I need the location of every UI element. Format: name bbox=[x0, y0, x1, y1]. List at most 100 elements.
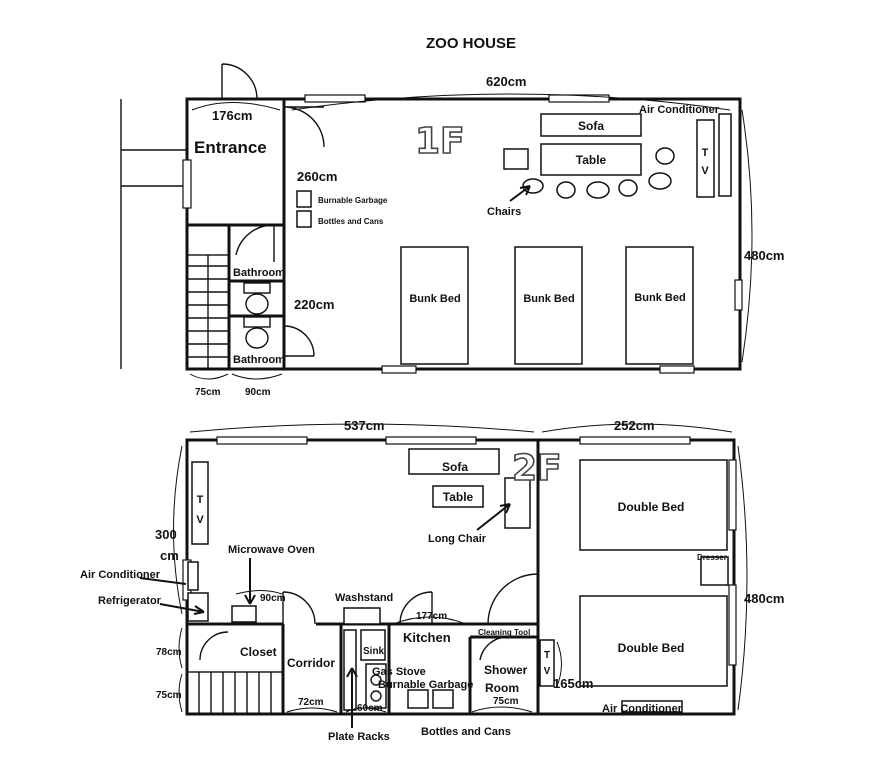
dim-width-252: 252cm bbox=[614, 418, 654, 433]
window bbox=[304, 94, 366, 103]
bunk-bed bbox=[400, 246, 469, 365]
dim-fridge-90: 90cm bbox=[260, 593, 286, 604]
table bbox=[432, 485, 484, 508]
shower-tv bbox=[539, 639, 555, 687]
dimension-arc bbox=[191, 102, 281, 111]
dimension-arc bbox=[541, 423, 733, 433]
dim-width-537: 537cm bbox=[344, 418, 384, 433]
window bbox=[728, 459, 737, 531]
microwave-arrow bbox=[244, 558, 256, 605]
double-bed bbox=[579, 459, 728, 551]
chairs-label: Chairs bbox=[487, 206, 521, 218]
air-conditioner-label: Air Conditioner bbox=[602, 703, 683, 715]
dresser bbox=[700, 556, 729, 586]
dimension-arc bbox=[189, 423, 535, 433]
dimension-arc bbox=[189, 373, 283, 380]
chair bbox=[618, 179, 638, 197]
bunk-bed bbox=[514, 246, 583, 365]
double-bed-label: Double Bed bbox=[618, 641, 685, 655]
floor-1: 1F Entrance 176cm 620cm 260cm 220cm 480c… bbox=[120, 63, 784, 398]
burnable-garbage-label: Burnable Garbage bbox=[378, 679, 473, 691]
shower-room-label: Room bbox=[485, 681, 519, 695]
entrance-steps bbox=[120, 99, 187, 369]
microwave-oven bbox=[231, 605, 257, 623]
microwave-label: Microwave Oven bbox=[228, 544, 315, 556]
sofa-label: Sofa bbox=[442, 460, 468, 474]
dimension-arc bbox=[741, 109, 753, 363]
bathroom-label: Bathroom bbox=[233, 267, 285, 279]
window bbox=[728, 584, 737, 666]
dimension-arc bbox=[471, 706, 533, 713]
refrigerator-arrow bbox=[159, 603, 205, 615]
entrance-label: Entrance bbox=[194, 138, 267, 157]
window bbox=[381, 365, 417, 374]
bottles-cans-bin bbox=[296, 210, 312, 228]
dim-closet-78: 78cm bbox=[156, 647, 182, 658]
floor2-stairs bbox=[186, 671, 284, 715]
burnable-garbage-bin bbox=[296, 190, 312, 208]
dim-shower-75: 75cm bbox=[493, 696, 519, 707]
bottles-cans-label: Bottles and Cans bbox=[318, 217, 384, 226]
air-conditioner-label: Air Conditioner bbox=[80, 569, 161, 581]
dimension-arc bbox=[173, 445, 183, 615]
toilet-icon bbox=[243, 316, 271, 349]
chairs-arrow bbox=[509, 185, 531, 202]
corridor-label: Corridor bbox=[287, 656, 335, 670]
floor-2-label: 2F bbox=[512, 448, 562, 489]
dim-entrance-depth: 260cm bbox=[297, 169, 337, 184]
burnable-garbage-bin bbox=[407, 689, 429, 709]
burnable-garbage-label: Burnable Garbage bbox=[318, 196, 388, 205]
dimension-arc bbox=[291, 93, 731, 111]
dresser-label: Dresser bbox=[697, 553, 727, 562]
bathroom-label: Bathroom bbox=[233, 354, 285, 366]
table-label: Table bbox=[443, 490, 474, 504]
dim-bath-depth: 220cm bbox=[294, 297, 334, 312]
dimension-arc bbox=[286, 707, 387, 713]
dimension-arc bbox=[392, 616, 467, 625]
dimension-arc bbox=[737, 445, 748, 711]
window bbox=[659, 365, 695, 374]
table-label: Table bbox=[576, 153, 607, 167]
bunk-bed-label: Bunk Bed bbox=[523, 293, 574, 305]
dim-bath-90: 90cm bbox=[245, 387, 271, 398]
long-chair-label: Long Chair bbox=[428, 533, 487, 545]
double-bed-label: Double Bed bbox=[618, 500, 685, 514]
tv-t-label: T bbox=[702, 147, 709, 159]
sofa bbox=[408, 448, 500, 475]
window bbox=[579, 436, 691, 445]
entrance-door bbox=[221, 63, 258, 100]
air-conditioner-arrow bbox=[139, 577, 187, 585]
bathroom-walls bbox=[227, 225, 286, 369]
bunk-bed bbox=[625, 246, 694, 365]
tv-unit bbox=[696, 119, 715, 198]
air-conditioner-unit bbox=[621, 700, 683, 713]
refrigerator-label: Refrigerator bbox=[98, 595, 162, 607]
floor-1-label: 1F bbox=[415, 121, 465, 162]
dim-shower-165: 165cm bbox=[553, 676, 593, 691]
sink-label: Sink bbox=[363, 646, 385, 657]
tv-v-label: V bbox=[196, 514, 204, 526]
burner bbox=[370, 674, 382, 686]
dim-stair-75: 75cm bbox=[156, 690, 182, 701]
tv2-t-label: T bbox=[544, 650, 550, 661]
dim-height-480: 480cm bbox=[744, 591, 784, 606]
window bbox=[734, 279, 743, 311]
chair bbox=[655, 147, 675, 165]
floor1-outer-wall bbox=[185, 97, 742, 371]
gas-stove-label: Gas Stove bbox=[372, 666, 426, 678]
kitchen-label: Kitchen bbox=[403, 630, 451, 645]
washstand-label: Washstand bbox=[335, 592, 393, 604]
bunk-bed-label: Bunk Bed bbox=[634, 292, 685, 304]
bedroom-door bbox=[487, 573, 539, 625]
tv-unit bbox=[191, 461, 209, 545]
window bbox=[548, 94, 610, 103]
cleaning-tool-label: Cleaning Tool bbox=[478, 628, 530, 637]
floor2-partitions bbox=[281, 624, 538, 714]
burner bbox=[370, 690, 382, 702]
air-conditioner-unit bbox=[718, 113, 732, 197]
plan-title: ZOO HOUSE bbox=[426, 35, 516, 52]
bathroom-bottom-door bbox=[283, 325, 315, 357]
dimension-arc bbox=[178, 627, 183, 713]
dimension-arc bbox=[235, 590, 283, 595]
chair bbox=[556, 181, 576, 199]
